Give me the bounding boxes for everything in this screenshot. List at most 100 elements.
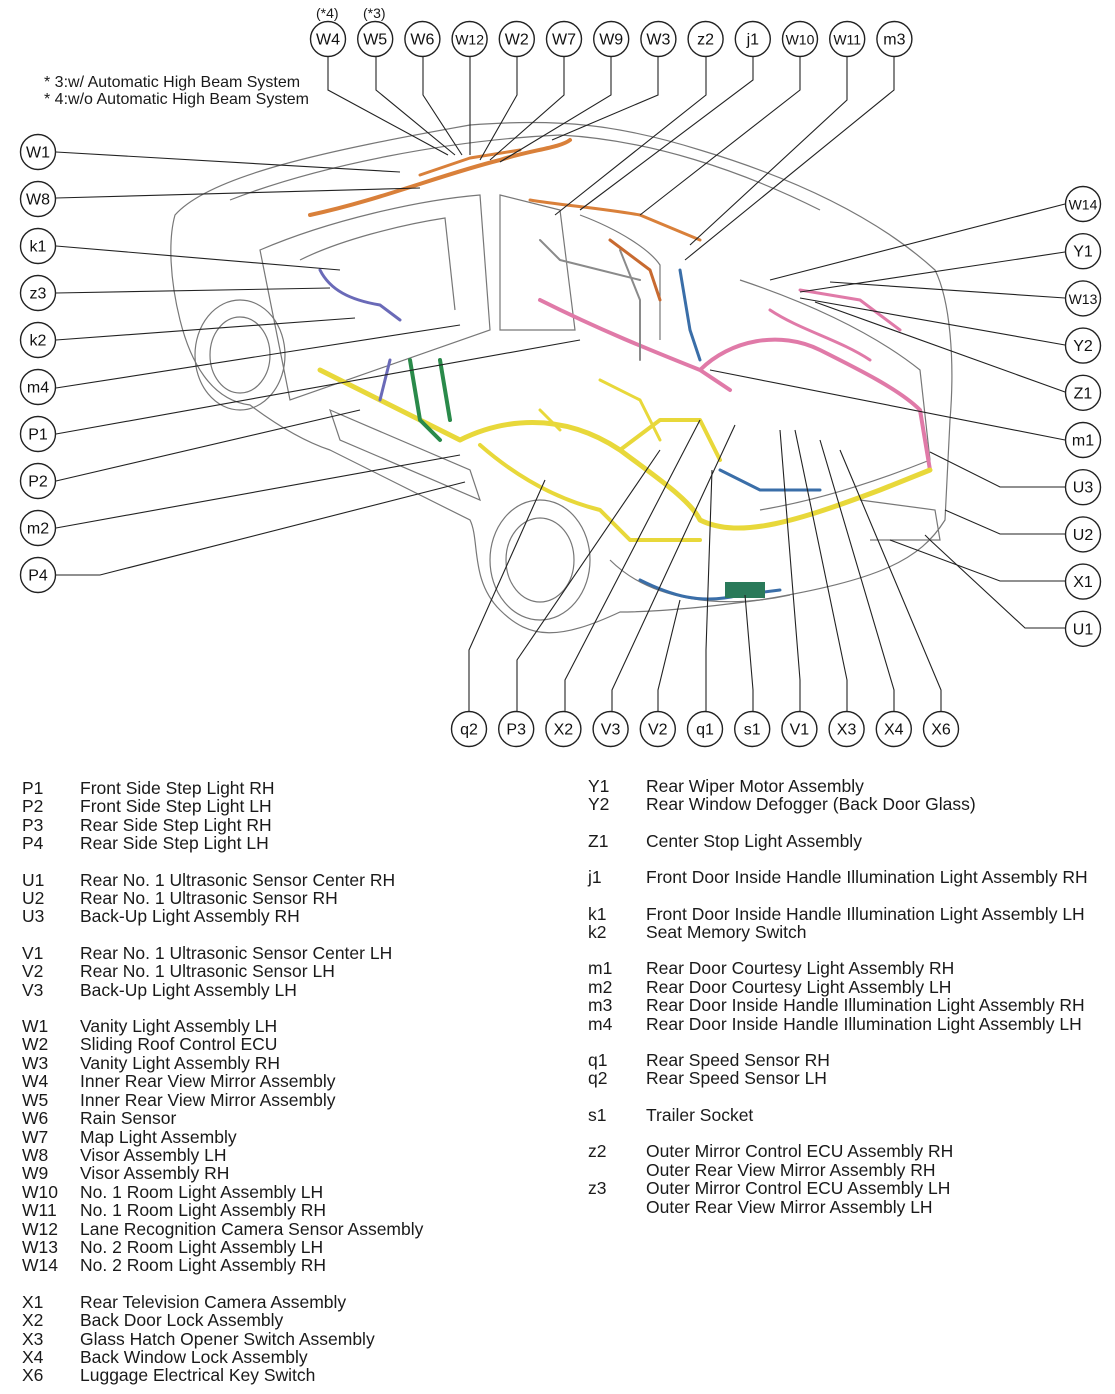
svg-text:U2: U2 (1073, 527, 1094, 544)
legend-code: W10 (22, 1181, 58, 1202)
legend-code: k2 (588, 922, 607, 943)
legend-description: Rear Speed Sensor LH (646, 1068, 827, 1089)
callout-y1: Y1 (1064, 232, 1102, 270)
svg-text:k1: k1 (30, 239, 47, 256)
legend-code: P4 (22, 833, 44, 854)
legend-description: Back Window Lock Assembly (80, 1346, 308, 1367)
legend-group-gap (588, 850, 1108, 868)
svg-text:z3: z3 (30, 286, 47, 303)
legend-code: s1 (588, 1104, 607, 1125)
legend-description: Lane Recognition Camera Sensor Assembly (80, 1218, 424, 1239)
legend-code: z3 (588, 1178, 607, 1199)
callout-w10: W10 (781, 20, 819, 58)
legend-description: Map Light Assembly (80, 1126, 237, 1147)
callout-x6: X6 (922, 710, 960, 748)
legend-code: W7 (22, 1126, 49, 1147)
svg-text:W4: W4 (316, 32, 340, 49)
legend-description: Rear Side Step Light LH (80, 833, 269, 854)
callout-w1: W1 (19, 133, 57, 171)
callout-x2: X2 (545, 710, 582, 748)
callout-w11: W11 (829, 20, 866, 58)
legend-item: P4 Rear Side Step Light LH (22, 833, 423, 854)
legend-description: Seat Memory Switch (646, 922, 807, 943)
legend-item: Outer Rear View Mirror Assembly RH (588, 1160, 1108, 1179)
legend-code: W11 (22, 1200, 57, 1221)
legend-description: Rear Door Inside Handle Illumination Lig… (646, 1013, 1082, 1034)
svg-text:q2: q2 (460, 722, 478, 739)
callout-v2: V2 (639, 710, 676, 748)
legend-description: Vanity Light Assembly RH (80, 1052, 281, 1073)
svg-text:X6: X6 (931, 722, 951, 739)
svg-text:U1: U1 (1073, 621, 1094, 638)
legend-description: Rear Window Defogger (Back Door Glass) (646, 794, 976, 815)
callout-v1: V1 (781, 710, 818, 748)
legend-item: k2 Seat Memory Switch (588, 922, 1108, 943)
legend-code: X4 (22, 1346, 44, 1367)
svg-text:W1: W1 (26, 145, 50, 162)
legend-code: m1 (588, 958, 613, 979)
footnote-line-1: * 3:w/ Automatic High Beam System (44, 74, 301, 91)
callout-j1: j1 (734, 20, 771, 58)
legend-description: Inner Rear View Mirror Assembly (80, 1089, 336, 1110)
legend-code: W9 (22, 1163, 49, 1184)
svg-text:W5: W5 (363, 32, 387, 49)
callout-w13: W13 (1064, 280, 1102, 317)
legend-code: U3 (22, 906, 45, 927)
callout-m4: m4 (19, 368, 57, 406)
svg-text:X4: X4 (884, 722, 904, 739)
svg-text:s1: s1 (744, 722, 761, 739)
legend-description: Rear Speed Sensor RH (646, 1050, 830, 1071)
callout-w8: W8 (19, 180, 57, 218)
legend-code: Y2 (588, 794, 610, 815)
callout-p2: P2 (19, 462, 57, 500)
callout-k2: k2 (19, 321, 57, 359)
legend-description: Center Stop Light Assembly (646, 830, 862, 851)
callout-s1: s1 (734, 710, 771, 748)
callout-w2: W2 (498, 20, 535, 58)
legend-description: Rear No. 1 Ultrasonic Sensor Center LH (80, 942, 393, 963)
legend-description: Visor Assembly RH (80, 1163, 230, 1184)
svg-text:W9: W9 (599, 32, 623, 49)
legend-group-gap (588, 1124, 1108, 1142)
callout-x3: X3 (828, 710, 865, 748)
vehicle-outline (170, 121, 953, 634)
legend-code: V2 (22, 961, 44, 982)
svg-text:U3: U3 (1073, 480, 1094, 497)
legend-description: No. 2 Room Light Assembly LH (80, 1236, 324, 1257)
legend-description: Rear Television Camera Assembly (80, 1291, 347, 1312)
legend-group-gap (588, 814, 1108, 832)
legend-code: W4 (22, 1071, 49, 1092)
svg-text:Z1: Z1 (1074, 385, 1093, 402)
legend-description: Outer Mirror Control ECU Assembly RH (646, 1141, 954, 1162)
svg-text:X3: X3 (837, 722, 857, 739)
svg-text:W3: W3 (646, 32, 670, 49)
svg-text:W11: W11 (833, 32, 861, 48)
legend-code: W6 (22, 1108, 49, 1129)
legend-description: Back-Up Light Assembly LH (80, 979, 297, 1000)
legend-code: W2 (22, 1034, 49, 1055)
svg-text:m2: m2 (27, 521, 49, 538)
legend-code: W1 (22, 1016, 49, 1037)
callout-p3: P3 (498, 710, 535, 748)
callout-u3: U3 (1064, 469, 1102, 506)
svg-text:m3: m3 (883, 32, 905, 49)
svg-text:X2: X2 (554, 722, 574, 739)
